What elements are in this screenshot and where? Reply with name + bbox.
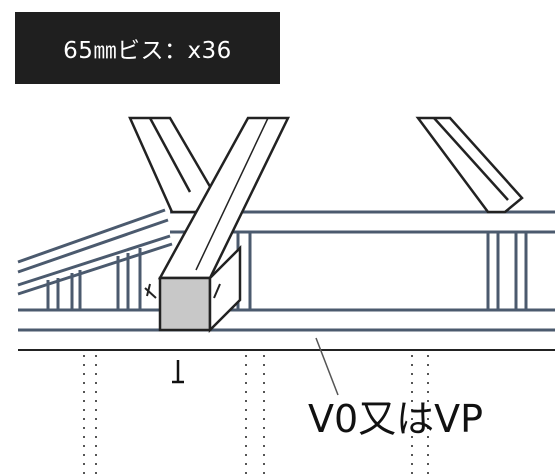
anchor-bolt-icon [172, 360, 184, 384]
bottom-plates [18, 308, 555, 332]
sloped-plate [17, 208, 173, 296]
dotted-guides [83, 355, 429, 475]
left-diagonal-brace [128, 116, 214, 214]
screw-spec-text: 65㎜ビス：x36 [63, 38, 232, 64]
studs [46, 232, 528, 310]
screw-marks [144, 283, 221, 299]
screw-spec-label: 65㎜ビス：x36 [15, 12, 280, 84]
right-diagonal-brace [415, 116, 524, 214]
floor-type-callout: V0又はVP [308, 397, 484, 441]
main-diagonal-strut [157, 116, 290, 334]
callout-leader-line [315, 337, 339, 396]
